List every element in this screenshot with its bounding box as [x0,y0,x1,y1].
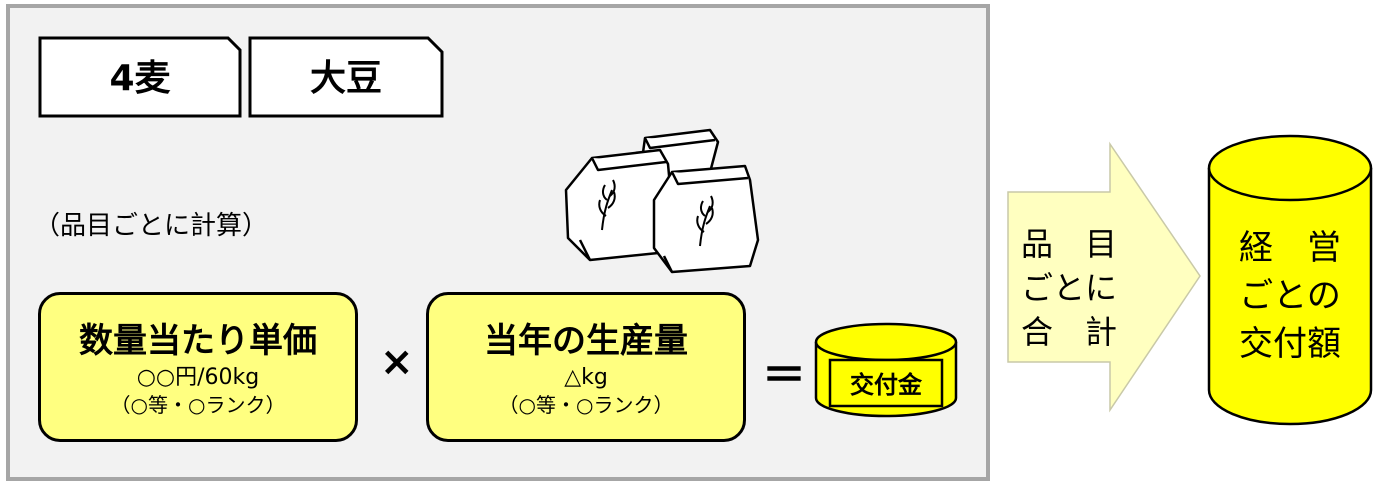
grant-cylinder: 交付金 [814,322,958,418]
sum-arrow [1007,141,1201,413]
production-box: 当年の生産量 △kg （○等・○ランク） [426,292,746,442]
total-cylinder [1207,134,1373,426]
tab-soybean: 大豆 [310,58,382,99]
total-line-3: 交付額 [1239,324,1341,364]
note-text: （品目ごとに計算） [34,211,269,241]
unit-price-grade: （○等・○ランク） [110,393,286,417]
production-title: 当年の生産量 [484,321,688,361]
tab-wheat-shape [38,36,242,118]
total-text: 経 営 ごとの 交付額 [1225,224,1355,368]
equals-sign: ＝ [762,350,806,401]
grain-bags-icon [564,128,760,274]
multiply-sign: × [380,339,414,385]
total-line-2: ごとの [1239,276,1341,316]
tab-soybean-shape [248,36,444,118]
unit-price-box: 数量当たり単価 ○○円/60kg （○等・○ランク） [38,292,358,442]
arrow-line-3: 合 計 [1020,313,1117,351]
grant-label: 交付金 [850,371,923,399]
total-line-1: 経 営 [1239,228,1341,268]
item-tabs: 4麦 大豆 [38,36,444,118]
tab-wheat: 4麦 [109,58,170,99]
production-value: △kg [564,365,608,390]
unit-price-title: 数量当たり単価 [79,321,317,361]
production-grade: （○等・○ランク） [498,393,674,417]
arrow-text: 品 目 ごとに 合 計 [1014,222,1124,354]
arrow-line-2: ごとに [1020,269,1117,307]
unit-price-value: ○○円/60kg [136,365,260,390]
arrow-line-1: 品 目 [1020,225,1117,263]
